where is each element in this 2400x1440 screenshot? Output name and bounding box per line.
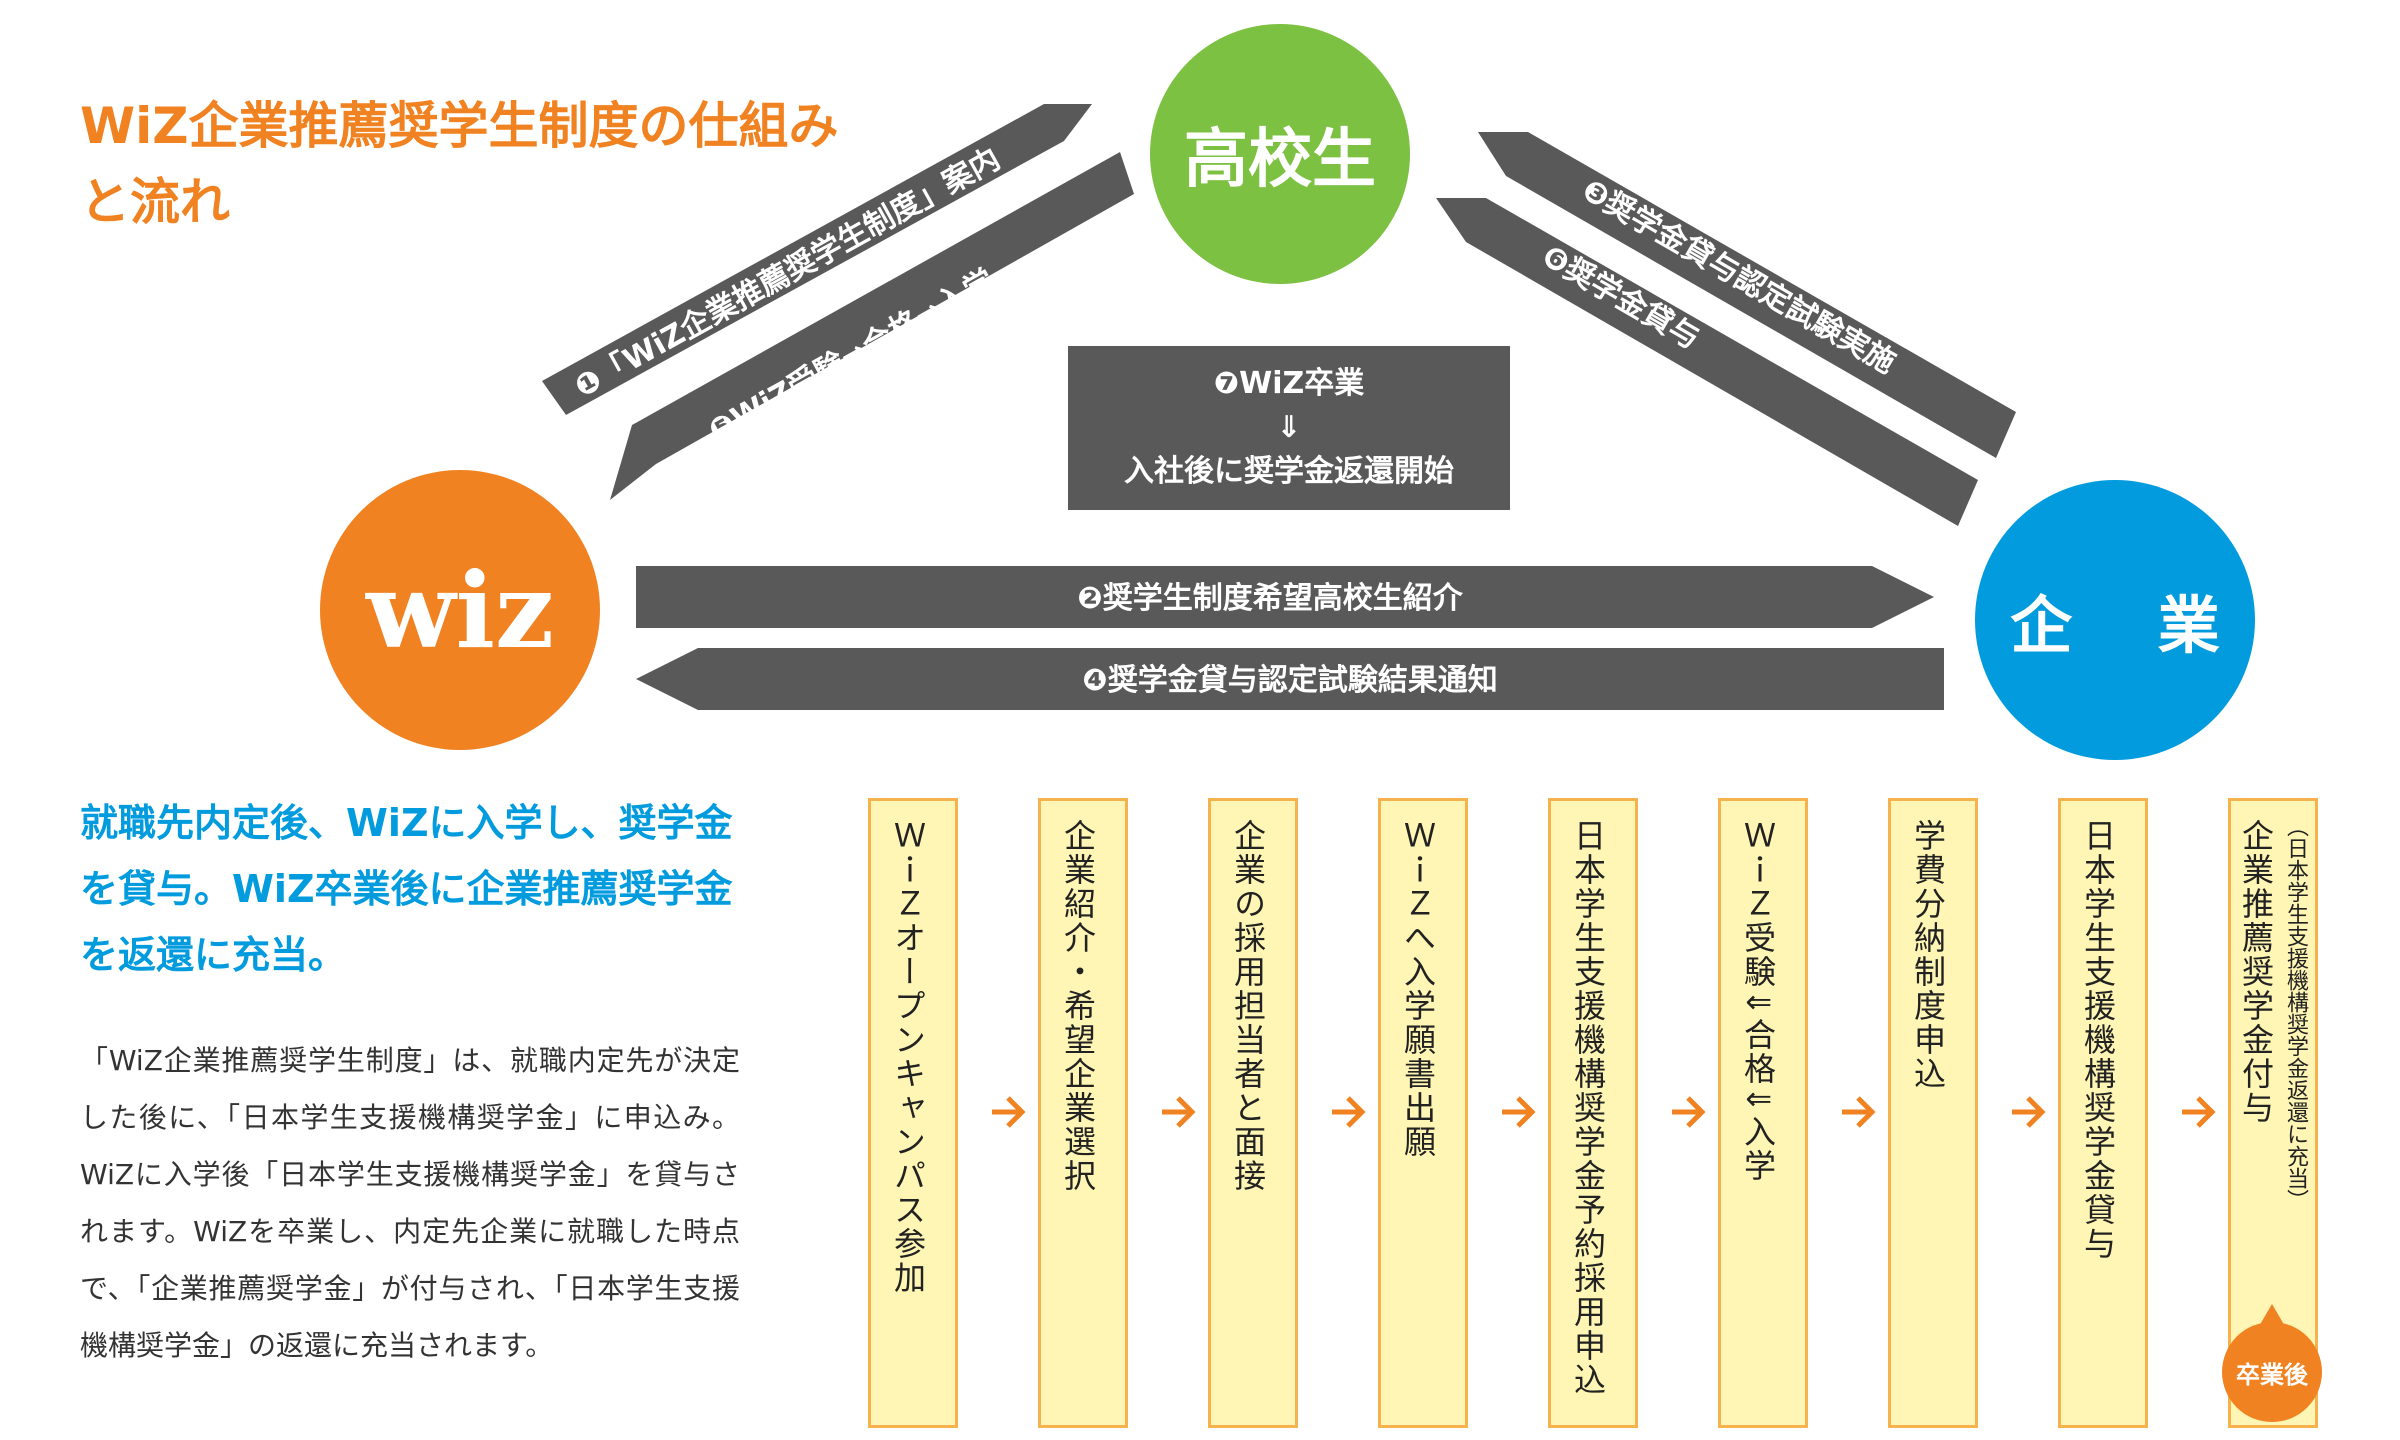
arrow-label-2: ❷奨学生制度希望高校生紹介 <box>1077 581 1463 616</box>
node-highschool: 高校生 <box>1150 24 1410 284</box>
diagram-title: WiZ企業推薦奨学生制度の仕組みと流れ <box>80 97 839 231</box>
chevron-right-icon <box>1842 1096 1876 1128</box>
chevron-right-icon <box>1162 1096 1196 1128</box>
subtitle: 就職先内定後、WiZに入学し、奨学金を貸与。WiZ卒業後に企業推薦奨学金を返還に… <box>80 801 733 977</box>
after-graduation-badge: 卒業後 <box>2222 1322 2322 1422</box>
step-label: 企業紹介・希望企業選択 <box>1059 819 1097 1193</box>
step-label: 日本学生支援機構奨学金予約採用申込 <box>1569 819 1607 1397</box>
step-note: （日本学生支援機構奨学金返還に充当） <box>2283 815 2308 1211</box>
step-label: ＷｉＺへ入学願書出願 <box>1399 819 1437 1159</box>
arrow-introduce-to-company: ❷奨学生制度希望高校生紹介 <box>636 566 1934 628</box>
step-label: 学費分納制度申込 <box>1909 819 1947 1091</box>
step-label: 日本学生支援機構奨学金貸与 <box>2079 819 2117 1261</box>
step-box: ＷｉＺオープンキャンパス参加 <box>868 798 958 1428</box>
step-label: ＷｉＺ受験⇓合格⇓入学 <box>1739 819 1777 1183</box>
step-label: ＷｉＺオープンキャンパス参加 <box>889 819 927 1295</box>
chevron-right-icon <box>2012 1096 2046 1128</box>
arrow-result-to-wiz: ❹奨学金貸与認定試験結果通知 <box>636 648 1944 710</box>
chevron-right-icon <box>2182 1096 2216 1128</box>
graduate-repayment-box: ❼WiZ卒業 ⇓ 入社後に奨学金返還開始 <box>1068 346 1510 510</box>
step-box: ＷｉＺ受験⇓合格⇓入学 <box>1718 798 1808 1428</box>
step-box: 日本学生支援機構奨学金予約採用申込 <box>1548 798 1638 1428</box>
chevron-right-icon <box>1332 1096 1366 1128</box>
down-arrow-icon: ⇓ <box>1276 410 1302 445</box>
node-wiz-logo: wiz <box>320 470 600 750</box>
step-box: 企業の採用担当者と面接 <box>1208 798 1298 1428</box>
step-box: 日本学生支援機構奨学金貸与 <box>2058 798 2148 1428</box>
chevron-right-icon <box>1672 1096 1706 1128</box>
step-box: 学費分納制度申込 <box>1888 798 1978 1428</box>
repayment-line: 入社後に奨学金返還開始 <box>1124 454 1454 489</box>
arrow-label-4: ❹奨学金貸与認定試験結果通知 <box>1082 663 1497 698</box>
node-company: 企 業 <box>1975 480 2255 760</box>
chevron-right-icon <box>1502 1096 1536 1128</box>
step-label: 企業推薦奨学金付与 <box>2237 819 2275 1125</box>
graduate-line: ❼WiZ卒業 <box>1213 366 1365 401</box>
chevron-right-icon <box>992 1096 1026 1128</box>
description-text: 「WiZ企業推薦奨学生制度」は、就職内定先が決定した後に、「日本学生支援機構奨学… <box>80 1044 740 1362</box>
step-box: ＷｉＺへ入学願書出願 <box>1378 798 1468 1428</box>
step-label: 企業の採用担当者と面接 <box>1229 819 1267 1193</box>
step-box: 企業紹介・希望企業選択 <box>1038 798 1128 1428</box>
